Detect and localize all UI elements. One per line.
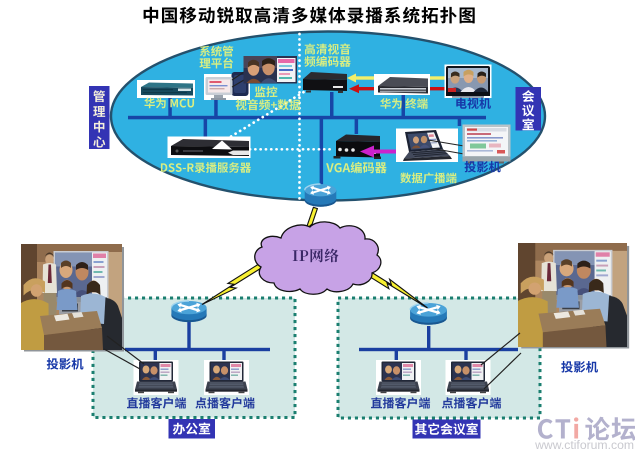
svg-text:www.ctiforum.com: www.ctiforum.com bbox=[534, 438, 634, 450]
